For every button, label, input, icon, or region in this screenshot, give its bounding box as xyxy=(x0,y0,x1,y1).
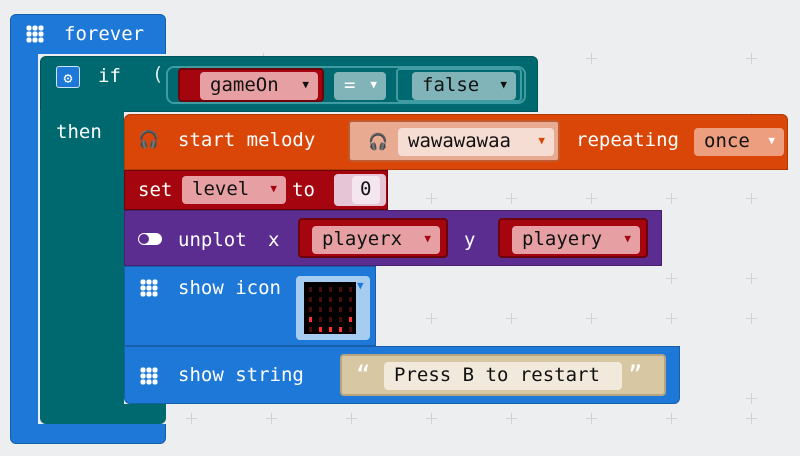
gameon-value: gameOn xyxy=(210,74,279,96)
open-quote: “ xyxy=(356,361,371,389)
if-bottom xyxy=(40,404,166,424)
chevron-down-icon[interactable]: ▼ xyxy=(357,279,364,292)
repeating-label: repeating xyxy=(576,129,679,151)
operator-value: = xyxy=(344,74,356,96)
chevron-down-icon: ▼ xyxy=(370,78,377,91)
if-label: if xyxy=(98,65,121,87)
led-matrix-preview[interactable] xyxy=(304,282,356,334)
headphones-icon: 🎧 xyxy=(368,132,388,151)
show-icon-label: show icon xyxy=(178,277,281,299)
chevron-down-icon: ▼ xyxy=(500,78,507,91)
grid-icon xyxy=(140,279,158,297)
string-value: Press B to restart xyxy=(394,364,600,386)
chevron-down-icon: ▼ xyxy=(624,232,631,245)
playerx-dropdown[interactable]: playerx ▼ xyxy=(312,226,440,254)
if-body-left xyxy=(40,110,124,422)
condition-open-paren: ( xyxy=(152,63,164,85)
melody-value: wawawawaa xyxy=(408,130,511,152)
toggle-icon xyxy=(138,233,162,245)
repeat-value: once xyxy=(704,130,750,152)
chevron-down-icon: ▼ xyxy=(424,232,431,245)
playery-dropdown[interactable]: playery ▼ xyxy=(512,226,640,254)
chevron-down-icon: ▼ xyxy=(302,78,309,91)
to-label: to xyxy=(292,179,315,201)
false-value: false xyxy=(422,74,480,96)
melody-dropdown[interactable]: wawawawaa ▼ xyxy=(398,128,554,156)
set-label: set xyxy=(138,179,173,201)
chevron-down-icon: ▼ xyxy=(538,134,545,147)
unplot-label: unplot xyxy=(178,229,247,251)
gameon-dropdown[interactable]: gameOn ▼ xyxy=(200,72,318,100)
start-melody-label: start melody xyxy=(178,129,316,151)
y-label: y xyxy=(464,229,476,251)
gear-icon[interactable]: ⚙ xyxy=(56,66,80,88)
value-input[interactable]: 0 xyxy=(352,176,380,204)
string-input[interactable]: Press B to restart xyxy=(384,362,622,390)
close-quote: ” xyxy=(628,361,643,389)
operator-dropdown[interactable]: = ▼ xyxy=(334,72,386,100)
then-label: then xyxy=(56,121,102,143)
show-string-label: show string xyxy=(178,364,304,386)
grid-icon xyxy=(26,25,44,43)
grid-icon xyxy=(140,367,158,385)
level-dropdown[interactable]: level ▼ xyxy=(182,176,286,204)
value-text: 0 xyxy=(360,178,372,200)
false-dropdown[interactable]: false ▼ xyxy=(412,72,516,100)
x-label: x xyxy=(268,229,280,251)
playery-value: playery xyxy=(522,228,603,250)
repeat-dropdown[interactable]: once ▼ xyxy=(694,128,784,156)
led-grid xyxy=(309,287,352,332)
headphones-icon: 🎧 xyxy=(138,130,160,150)
level-value: level xyxy=(192,178,250,200)
chevron-down-icon: ▼ xyxy=(768,134,775,147)
playerx-value: playerx xyxy=(322,228,403,250)
forever-label: forever xyxy=(64,23,145,45)
chevron-down-icon: ▼ xyxy=(270,182,277,195)
